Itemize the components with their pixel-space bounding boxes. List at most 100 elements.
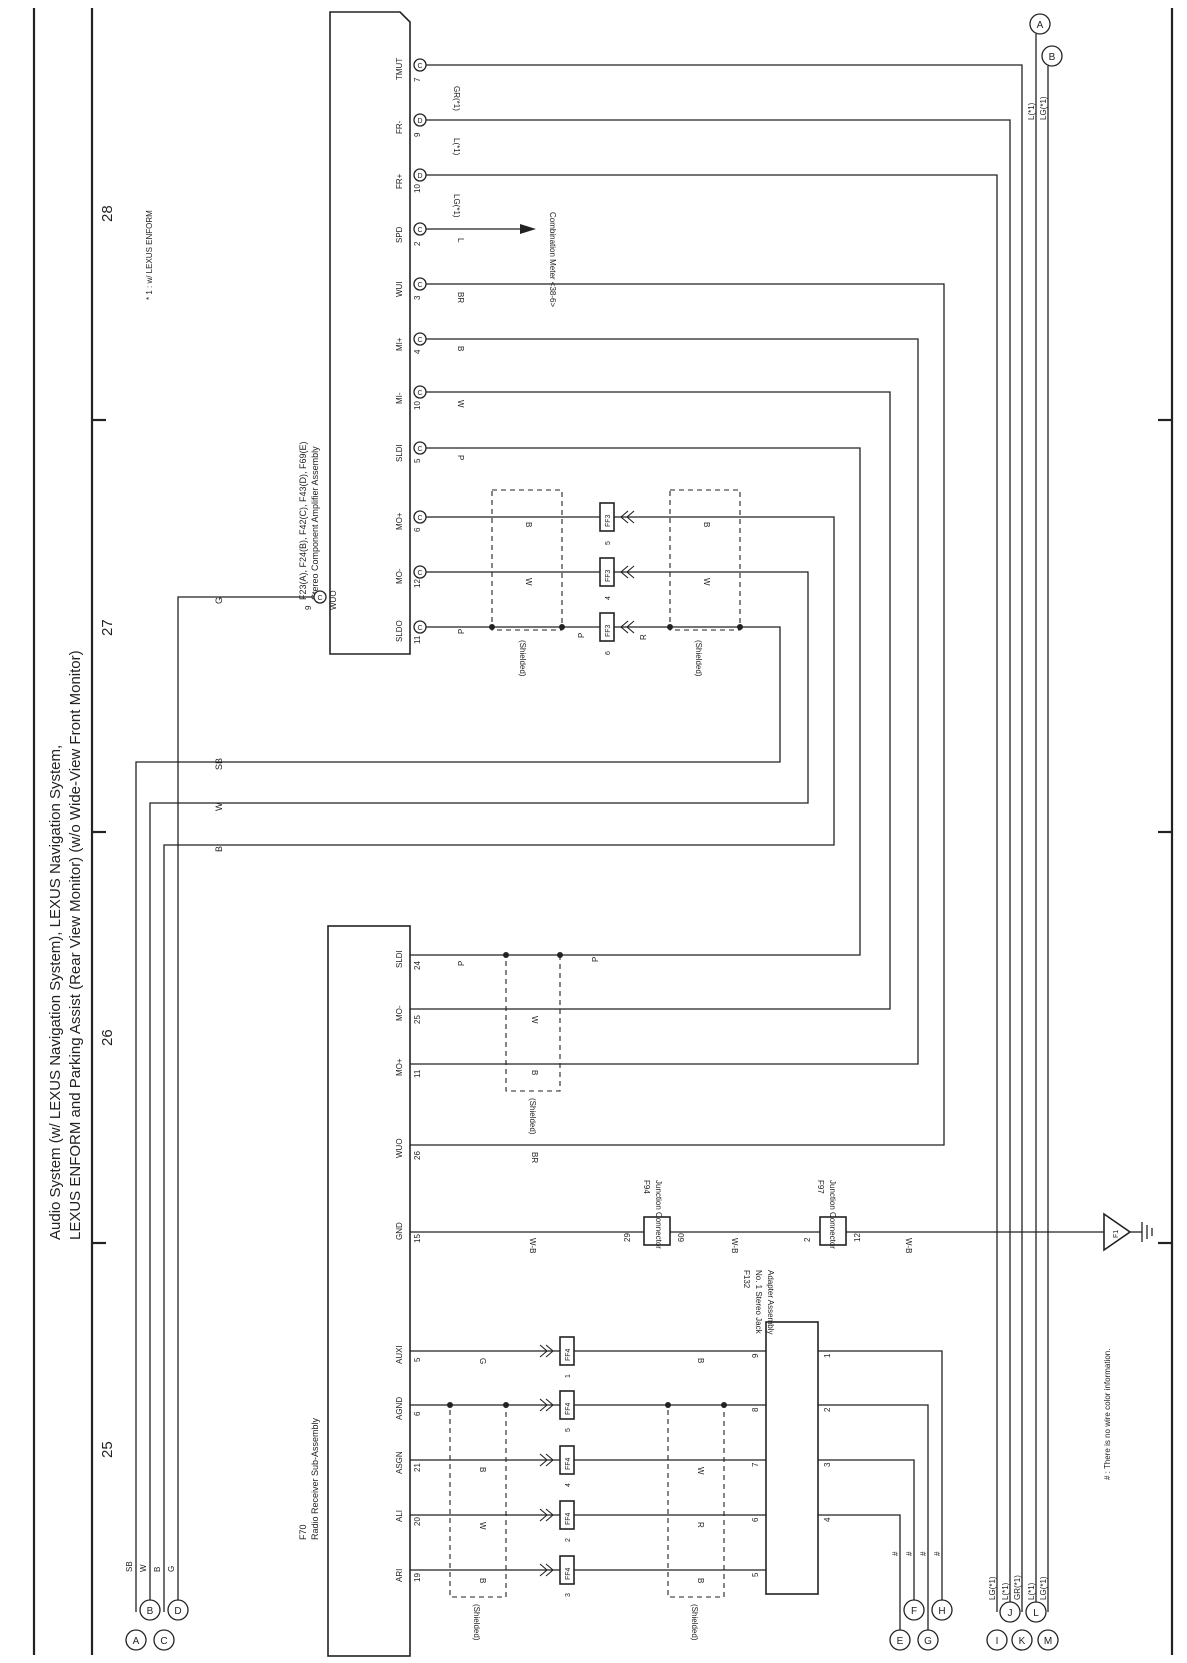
combination-meter-label: Combination Meter <38-6>: [548, 212, 557, 307]
connector-B-top: [1041, 45, 1063, 67]
shield-dot: [667, 624, 673, 630]
bus-label-W: W: [214, 802, 224, 811]
shield-dot: [447, 1402, 453, 1408]
bus-wire-label: G: [167, 1566, 176, 1572]
radio-pins: SLDI 24 MO- 25 MO+ 11 WUO 26 GND 15 AUXI…: [395, 950, 422, 1582]
wire-label: L(*1): [1027, 102, 1036, 120]
wire-label: G: [478, 1358, 487, 1364]
stereo-amp-desc: Stereo Component Amplifier Assembly: [310, 446, 320, 600]
jack-out-pin: 3: [823, 1462, 832, 1467]
connector-C-bottom-label: C: [160, 1636, 167, 1647]
wire-to-E: [818, 1514, 901, 1630]
amp-pin-label: MI-: [395, 392, 404, 404]
amp-pin-num: 2: [413, 241, 422, 246]
connector-H: [931, 1599, 953, 1621]
connector-I-label: I: [996, 1636, 999, 1647]
amp-pin-num: 10: [413, 184, 422, 193]
radio-receiver-box: [327, 925, 411, 1657]
amp-pin-label: MO-: [395, 568, 404, 584]
wire-label: B: [478, 1467, 487, 1472]
connector-H-label: H: [938, 1606, 945, 1617]
connector-A-top: [1029, 13, 1051, 35]
radio-pin-label: AUXI: [395, 1345, 404, 1364]
connector-L: [1025, 1601, 1047, 1623]
stereo-jack-box: [765, 1321, 819, 1595]
wire-label: W: [524, 578, 533, 586]
amp-pin-conn: C: [417, 282, 422, 289]
section-dividers: [92, 418, 1172, 1245]
bus-wire-label: W: [139, 1564, 148, 1572]
ff4-pin: 5: [565, 1428, 572, 1432]
shield-dot: [557, 952, 563, 958]
amp-pin-num: 3: [413, 295, 422, 300]
title-block: Audio System (w/ LEXUS Navigation System…: [47, 650, 84, 1240]
shield-label: (Shielded): [472, 1604, 481, 1641]
shield-label: (Shielded): [694, 640, 703, 677]
wire-label-G-top: G: [214, 597, 224, 604]
wire-label: BR: [530, 1152, 539, 1163]
section-25: 25: [99, 1441, 116, 1458]
wire-label: P: [457, 629, 466, 634]
ff3-pin: 4: [605, 596, 612, 600]
wire-label: B: [456, 346, 465, 351]
wire-label: GR(*1): [452, 86, 461, 111]
wire-wuo-to-D: [177, 596, 314, 1612]
radio-pin-num: 15: [413, 1234, 422, 1243]
ff3-chevron-icon: [620, 620, 635, 634]
wire-sldo: [135, 626, 781, 1612]
amp-pin-num: 9: [413, 132, 422, 137]
wire-label: B: [696, 1578, 705, 1583]
ff4-label: FF4: [565, 1402, 572, 1415]
ff4-chevron-icon: [539, 1508, 554, 1522]
ff4-pin: 4: [565, 1483, 572, 1487]
wire-mo-plus: [163, 516, 835, 1612]
wire-label: W: [696, 1467, 705, 1475]
wire-label: P: [456, 455, 465, 460]
aux-wires: [410, 1350, 766, 1571]
amp-pins: TMUT 7 C FR- 9 D FR+ 10 D SPD 2 C WUI 3 …: [395, 58, 427, 644]
jack-desc2: Adapter Assembly: [766, 1270, 775, 1334]
ff4-connector-box: [559, 1555, 575, 1585]
amp-pin-label: FR-: [395, 120, 404, 134]
wire-mi-minus: [410, 391, 891, 1010]
radio-desc: Radio Receiver Sub-Assembly: [310, 1417, 320, 1540]
wire-wui: [410, 283, 945, 1146]
ff4-chevron-icon: [539, 1398, 554, 1412]
ff3-connector-box: [599, 557, 615, 587]
hash-mark: #: [919, 1551, 928, 1556]
shield-dot: [721, 1402, 727, 1408]
amp-pin-num: 5: [413, 458, 422, 463]
amp-pin-conn: D: [417, 118, 422, 125]
wire-label: W: [478, 1522, 487, 1530]
ff4-connector-box: [559, 1336, 575, 1366]
junction-f97-right: 12: [853, 1233, 862, 1242]
jack-out-pin: 1: [823, 1353, 832, 1358]
connector-M: [1037, 1629, 1059, 1651]
section-27: 27: [99, 619, 116, 636]
bottom-right-wire-label: L(*1): [1027, 1582, 1036, 1600]
amp-pin-conn: C: [417, 570, 422, 577]
section-28: 28: [99, 205, 116, 222]
amp-pin-num: 12: [413, 579, 422, 588]
connector-I: [986, 1629, 1008, 1651]
ff3-pin: 6: [605, 651, 612, 655]
shield-aux-left: [449, 1404, 507, 1598]
bottom-right-wire-label: LG(*1): [988, 1576, 997, 1600]
bus-wire-label: B: [153, 1567, 162, 1572]
ground-icon: [1130, 1222, 1153, 1242]
connector-G: [917, 1629, 939, 1651]
shield-dot: [503, 1402, 509, 1408]
ground-label: F1: [1113, 1230, 1120, 1238]
amp-wuo-label: WUO: [329, 590, 338, 610]
amp-pin-num: 6: [413, 527, 422, 532]
wire-label: LG(*1): [1039, 96, 1048, 120]
jack-out-pin: 2: [823, 1407, 832, 1412]
shield-label: (Shielded): [518, 640, 527, 677]
connector-B-bottom: [139, 1599, 161, 1621]
wire-tmut: [426, 64, 1023, 1612]
amp-pin-conn: C: [417, 625, 422, 632]
wire-label: BR: [456, 292, 465, 303]
hash-mark: #: [891, 1551, 900, 1556]
bus-wire-label: SB: [125, 1561, 134, 1572]
